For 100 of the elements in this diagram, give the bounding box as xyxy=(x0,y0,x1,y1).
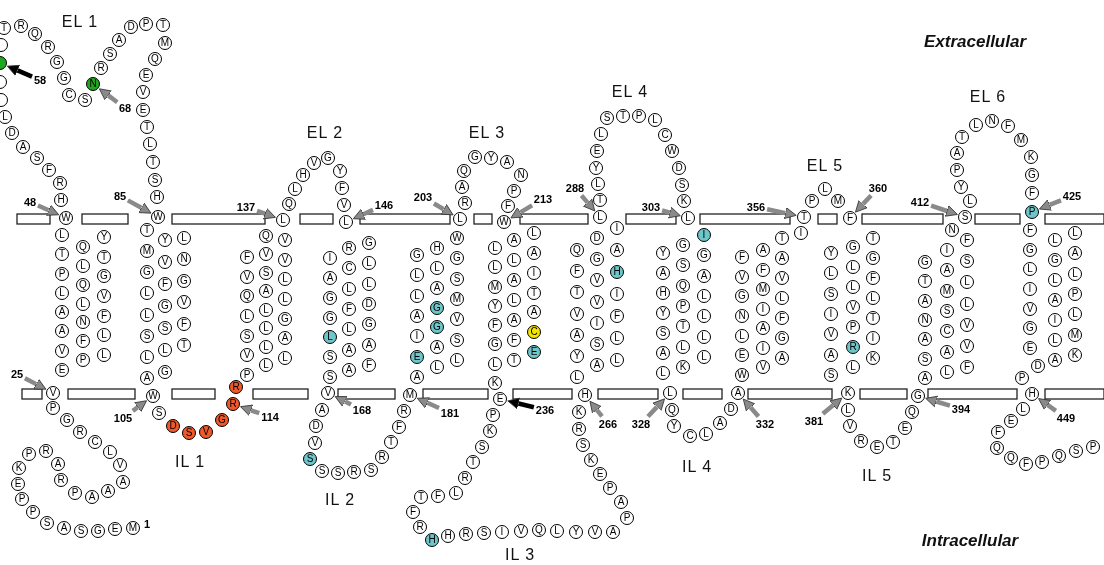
residue-circle: M xyxy=(940,283,954,298)
residue-circle: A xyxy=(656,346,670,360)
residue-circle: L xyxy=(288,182,302,196)
residue-circle: A xyxy=(507,313,521,327)
residue-circle: I xyxy=(756,340,770,355)
residue-circle: G xyxy=(735,289,749,304)
residue-circle: Y xyxy=(97,230,111,244)
residue-circle: P xyxy=(846,320,860,334)
residue-circle: I xyxy=(527,265,541,280)
residue-circle: L xyxy=(362,256,376,271)
loop-label: EL 3 xyxy=(468,124,506,142)
residue-circle: V xyxy=(278,252,292,267)
residue-circle: H xyxy=(1025,387,1039,401)
residue-circle: A xyxy=(507,273,521,287)
loop-label: EL 2 xyxy=(306,124,344,142)
residue-number: 68 xyxy=(118,102,132,114)
residue-number: 381 xyxy=(804,415,824,427)
residue-circle: A xyxy=(527,245,541,260)
residue-number: 213 xyxy=(533,193,553,205)
residue-circle: R xyxy=(226,397,240,411)
residue-circle: T xyxy=(414,490,428,504)
residue-circle: H xyxy=(656,286,670,300)
residue-circle: H xyxy=(425,533,439,547)
residue-circle: F xyxy=(1023,223,1037,237)
residue-circle: R xyxy=(397,404,411,418)
residue-circle: T xyxy=(140,223,154,237)
residue-circle: M xyxy=(1014,133,1028,147)
residue-circle: G xyxy=(140,265,154,280)
residue-circle: L xyxy=(143,137,157,151)
residue-circle: L xyxy=(846,260,860,274)
residue-circle: P xyxy=(1015,371,1029,385)
residue-circle: R xyxy=(94,61,108,75)
residue-circle: D xyxy=(5,126,19,140)
residue-circle: T xyxy=(507,353,521,367)
residue-circle: H xyxy=(54,193,68,207)
residue-circle: Q xyxy=(990,441,1004,455)
residue-circle: N xyxy=(735,309,749,323)
residue-circle: G xyxy=(1023,321,1037,336)
residue-circle: F xyxy=(570,264,584,279)
residue-circle: Y xyxy=(333,164,347,178)
residue-circle: F xyxy=(42,163,56,177)
residue-circle: L xyxy=(1048,333,1062,347)
residue-circle: V xyxy=(843,419,857,433)
residue-circle: K xyxy=(1024,150,1038,164)
residue-circle: G xyxy=(918,255,932,269)
residue-circle: V xyxy=(136,85,150,99)
residue-circle: E xyxy=(136,103,150,117)
residue-circle: R xyxy=(413,520,427,534)
residue-circle: V xyxy=(177,295,191,310)
residue-circle: P xyxy=(1068,287,1082,301)
residue-circle: C xyxy=(658,128,672,142)
residue-circle: V xyxy=(960,317,974,332)
residue-circle: Q xyxy=(905,405,919,419)
residue-circle: T xyxy=(527,285,541,300)
residue-circle: L xyxy=(342,322,356,337)
residue-circle: Y xyxy=(484,151,498,165)
arrow xyxy=(352,207,374,220)
residue-circle: A xyxy=(140,371,154,385)
residue-circle: L xyxy=(55,228,69,242)
residue-circle: V xyxy=(588,525,602,539)
residue-circle: M xyxy=(403,388,417,402)
residue-circle: I xyxy=(1023,282,1037,296)
residue-circle: S xyxy=(364,463,378,477)
residue-circle: G xyxy=(488,337,502,352)
residue-circle: L xyxy=(278,351,292,365)
residue-circle: I xyxy=(495,525,509,539)
residue-circle: S xyxy=(824,368,838,382)
residue-circle: W xyxy=(665,144,679,158)
residue-circle: T xyxy=(177,338,191,352)
residue-circle: A xyxy=(55,324,69,339)
residue-circle: H xyxy=(430,241,444,255)
residue-circle: A xyxy=(606,525,620,539)
residue-circle: N xyxy=(918,313,932,327)
arrow xyxy=(766,207,797,219)
residue-circle: V xyxy=(824,327,838,342)
residue-circle: E xyxy=(870,440,884,454)
residue-circle: F xyxy=(240,250,254,264)
residue-circle: S xyxy=(450,332,464,347)
residue-circle: L xyxy=(140,349,154,364)
residue-circle: A xyxy=(455,180,469,194)
residue-circle: Y xyxy=(954,180,968,194)
residue-circle: D xyxy=(590,231,604,245)
residue-circle: E xyxy=(139,68,153,82)
residue-circle: L xyxy=(775,291,789,305)
residue-circle: A xyxy=(756,243,770,257)
arrow xyxy=(1038,398,1058,413)
residue-circle: Y xyxy=(824,246,838,260)
residue-circle: K xyxy=(572,405,586,419)
residue-circle: P xyxy=(676,299,690,313)
residue-circle: L xyxy=(846,360,860,374)
residue-circle: G xyxy=(158,365,172,379)
residue-circle: F xyxy=(158,277,172,291)
residue-circle: L xyxy=(1023,262,1037,277)
residue-circle: G xyxy=(177,273,191,288)
residue-circle: A xyxy=(590,358,604,372)
residue-circle: V xyxy=(55,343,69,358)
residue-circle: M xyxy=(158,36,172,50)
arrow xyxy=(930,203,958,217)
residue-circle: L xyxy=(450,353,464,367)
residue-circle: A xyxy=(950,146,964,160)
